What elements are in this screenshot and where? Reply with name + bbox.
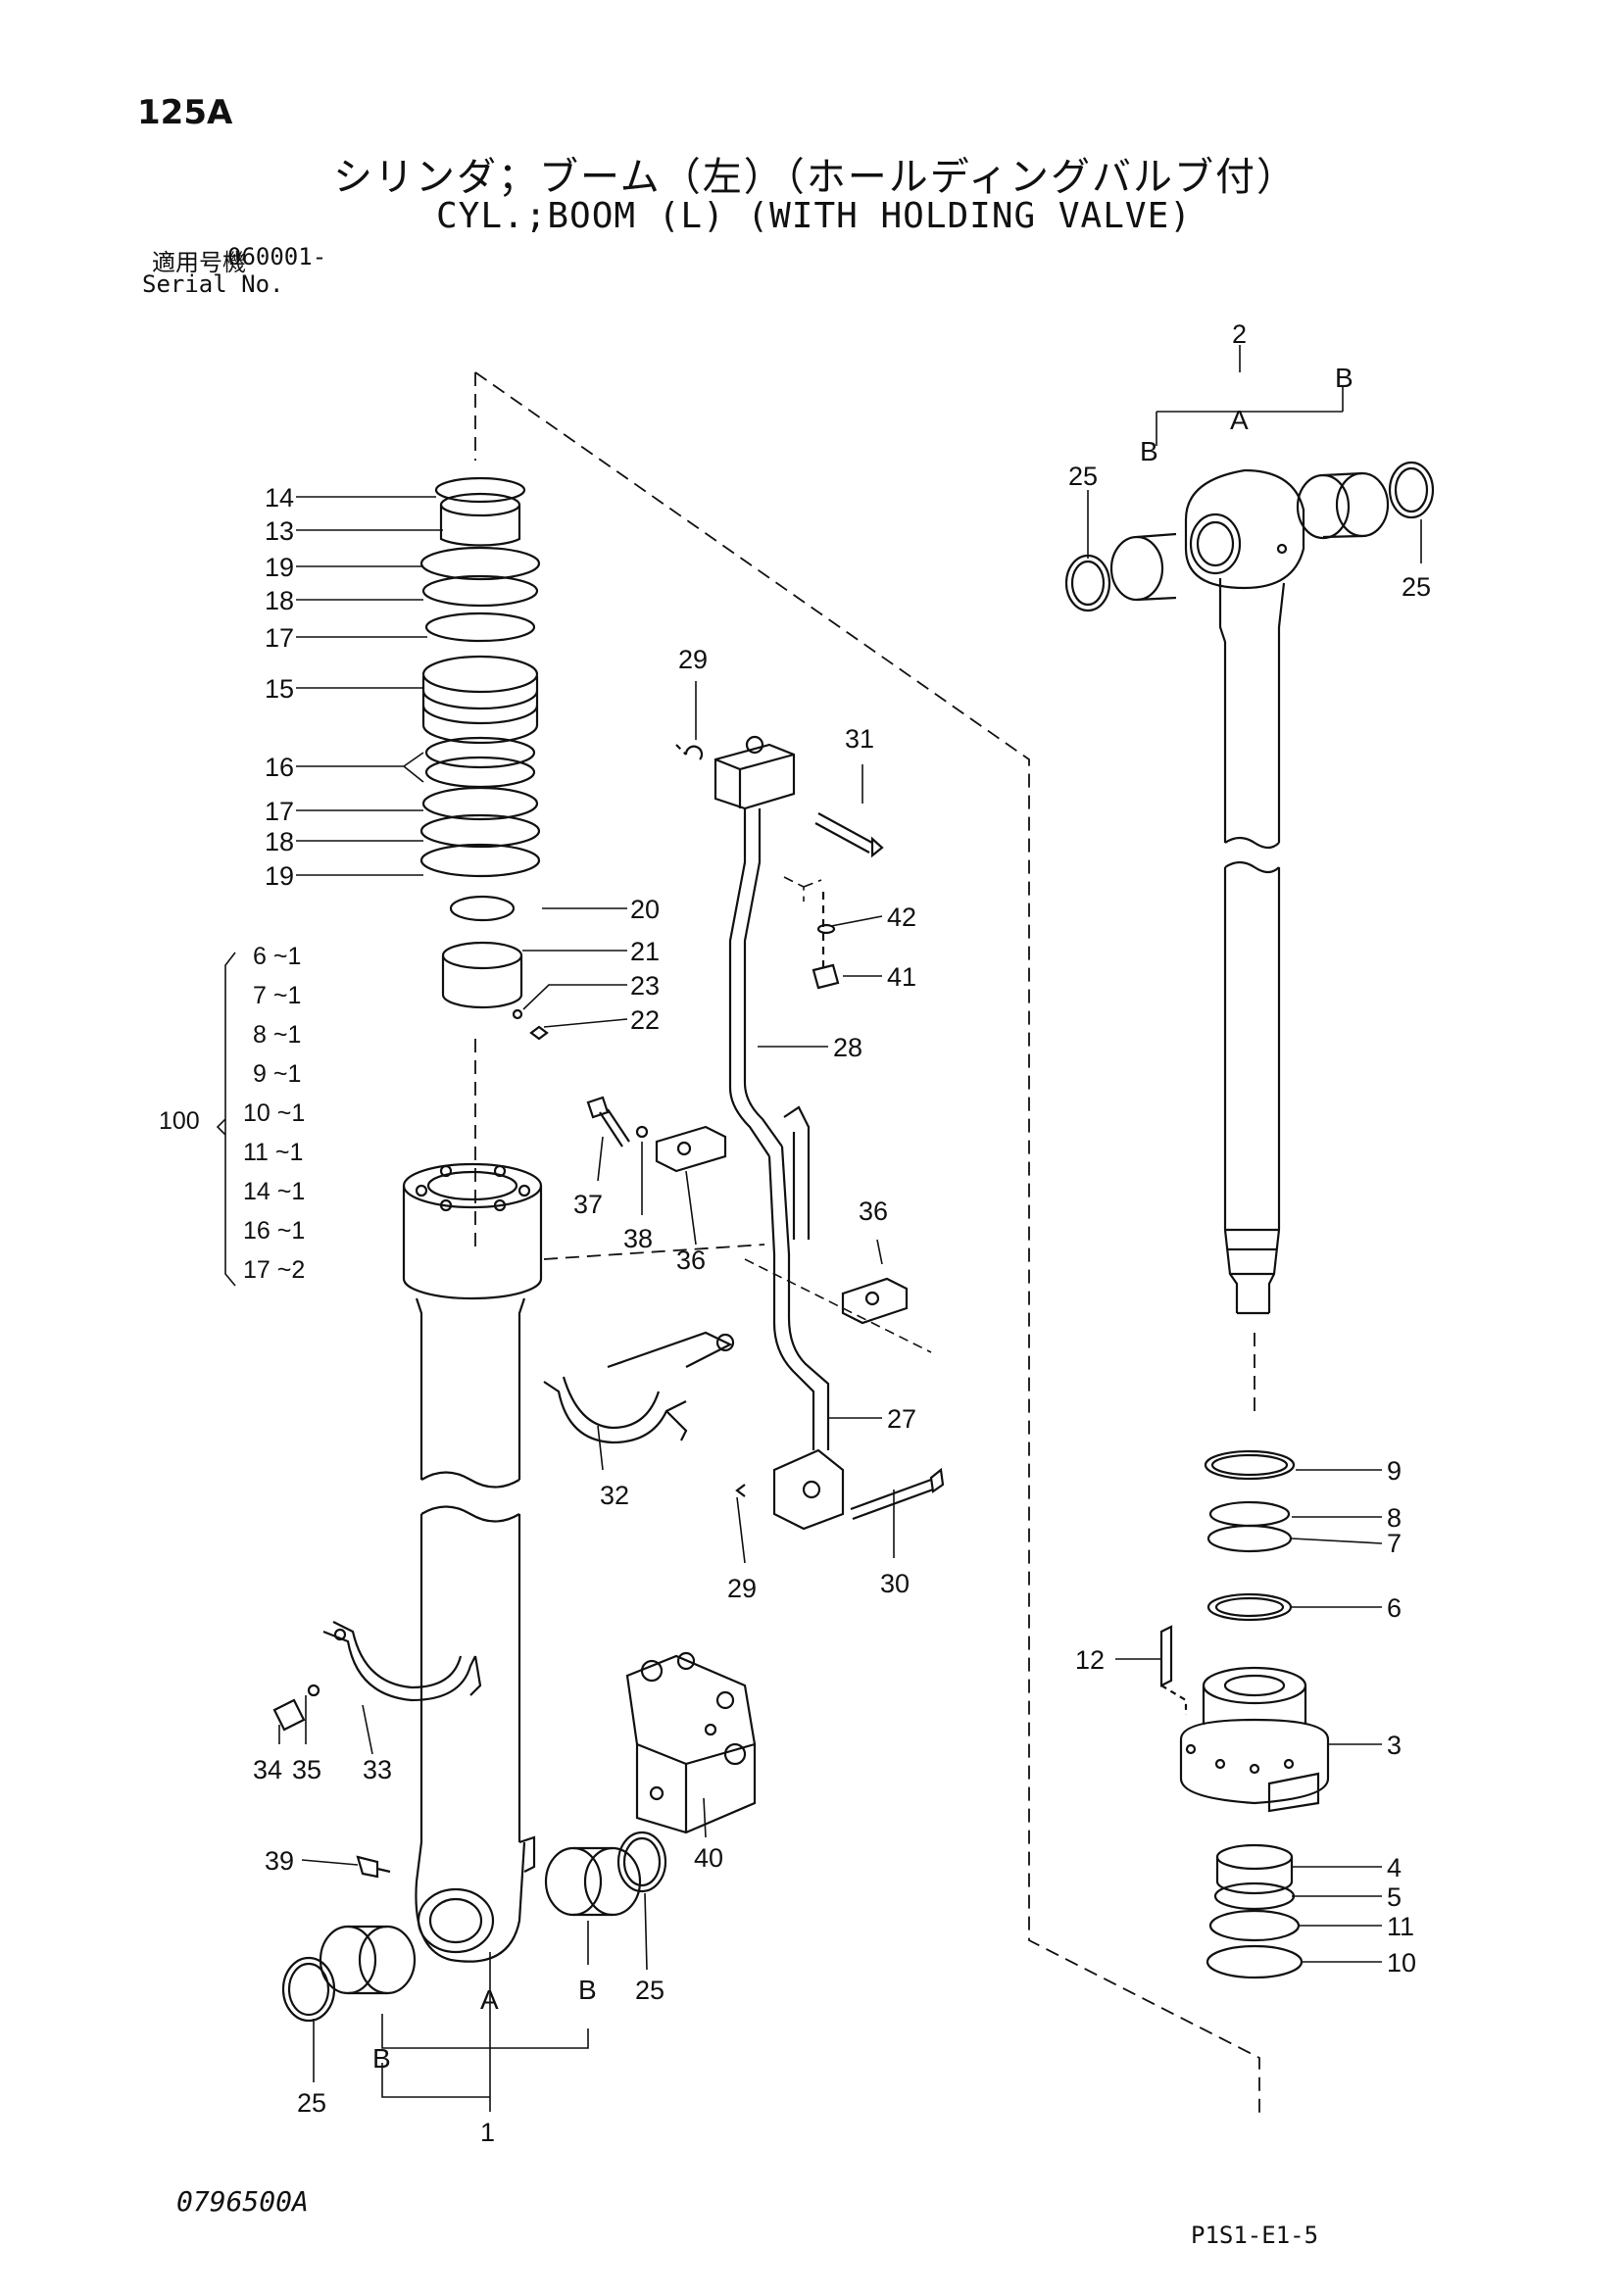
callout-2: 2 xyxy=(1232,319,1247,349)
callout-6: 6 xyxy=(1387,1593,1402,1623)
cylinder-tube-bottom xyxy=(415,1505,536,1963)
marker-B-bottom-left: B xyxy=(372,2043,391,2074)
kit-100-list: 100 6 ~1 7 ~1 8 ~1 9 ~1 10 ~1 11 ~1 14 ~… xyxy=(159,943,305,1284)
bottom-bushings xyxy=(281,1831,667,2023)
bolt-31 xyxy=(814,812,884,858)
callout-16: 16 xyxy=(265,753,294,782)
serial-label-english: Serial No. xyxy=(142,270,284,298)
marker-A-top: A xyxy=(1230,405,1249,435)
callout-40: 40 xyxy=(694,1843,723,1873)
callout-29-upper: 29 xyxy=(678,645,708,674)
assembly-dashed-outline xyxy=(474,371,1260,2117)
callout-28: 28 xyxy=(833,1033,862,1062)
callout-5: 5 xyxy=(1387,1882,1402,1912)
callout-10: 10 xyxy=(1387,1948,1416,1978)
callout-22: 22 xyxy=(630,1005,660,1035)
cylinder-head-3 xyxy=(1159,1625,1330,1813)
kit-label: 100 xyxy=(159,1107,200,1135)
title-english: CYL.;BOOM (L) (WITH HOLDING VALVE) xyxy=(436,196,1192,236)
holding-valve-40 xyxy=(625,1651,757,1834)
clamp-36-upper xyxy=(655,1125,727,1173)
callout-30: 30 xyxy=(880,1569,910,1598)
marker-A-bottom: A xyxy=(480,1984,499,2015)
pipe-assembly xyxy=(714,735,845,1531)
callout-20: 20 xyxy=(630,895,660,924)
kit-entry: 9 ~1 xyxy=(253,1060,301,1088)
callout-34: 34 xyxy=(253,1755,282,1784)
callout-19b: 19 xyxy=(265,861,294,891)
callout-17b: 17 xyxy=(265,797,294,826)
callout-23: 23 xyxy=(630,971,660,1001)
rod-seal-rings xyxy=(1204,1449,1296,1622)
cylinder-tube-head xyxy=(402,1162,543,1489)
callout-33: 33 xyxy=(363,1755,392,1784)
clamp-36-lower xyxy=(841,1277,909,1325)
serial-number-value: 060001- xyxy=(227,243,327,270)
serial-label-japanese: 適用号機 xyxy=(152,249,246,276)
kit-entry: 8 ~1 xyxy=(253,1021,301,1049)
title-japanese: シリンダ；ブーム（左）（ホールディングバルブ付） xyxy=(333,155,1298,200)
callout-27: 27 xyxy=(887,1404,916,1434)
page-code: 125A xyxy=(137,93,233,132)
head-seal-rings xyxy=(1206,1843,1304,1979)
drawing-number: 0796500A xyxy=(176,2185,309,2218)
callout-labels: 14 13 19 18 17 15 16 17 18 19 20 21 23 2… xyxy=(253,319,1431,2147)
callout-9: 9 xyxy=(1387,1456,1402,1486)
callout-18b: 18 xyxy=(265,827,294,856)
o-ring-29-upper xyxy=(675,744,704,760)
kit-entry: 10 ~1 xyxy=(243,1099,305,1127)
clamp-32 xyxy=(543,1331,735,1444)
callout-36-left: 36 xyxy=(676,1246,706,1275)
callout-37: 37 xyxy=(573,1190,603,1219)
callout-1: 1 xyxy=(480,2118,495,2147)
callout-18: 18 xyxy=(265,586,294,615)
callout-7: 7 xyxy=(1387,1529,1402,1558)
callout-39: 39 xyxy=(265,1846,294,1876)
piston-parts-stack xyxy=(419,476,549,1041)
kit-entry: 11 ~1 xyxy=(243,1139,303,1166)
kit-entry: 14 ~1 xyxy=(243,1178,305,1205)
kit-entry: 7 ~1 xyxy=(253,982,301,1009)
bolt-37 xyxy=(586,1096,649,1148)
leader-lines xyxy=(216,345,1422,2112)
grease-fitting-39 xyxy=(356,1855,391,1879)
callout-12: 12 xyxy=(1075,1645,1105,1675)
marker-B-top-left: B xyxy=(1140,436,1158,466)
callout-21: 21 xyxy=(630,937,660,966)
plug-41 xyxy=(812,892,840,990)
callout-19: 19 xyxy=(265,553,294,582)
callout-25-b: 25 xyxy=(1402,572,1431,602)
page-reference: P1S1-E1-5 xyxy=(1191,2222,1319,2249)
callout-41: 41 xyxy=(887,962,916,992)
bolt-30 xyxy=(850,1467,945,1521)
callout-31: 31 xyxy=(845,724,874,754)
marker-B-top-right: B xyxy=(1335,363,1353,393)
callout-3: 3 xyxy=(1387,1731,1402,1760)
callout-35: 35 xyxy=(292,1755,321,1784)
callout-15: 15 xyxy=(265,674,294,704)
clamp-33 xyxy=(272,1621,482,1732)
callout-4: 4 xyxy=(1387,1853,1402,1882)
callout-25-a: 25 xyxy=(1068,462,1098,491)
callout-32: 32 xyxy=(600,1481,629,1510)
piston-rod xyxy=(1184,468,1305,1315)
callout-38: 38 xyxy=(623,1224,653,1253)
callout-13: 13 xyxy=(265,516,294,546)
callout-11: 11 xyxy=(1387,1912,1414,1941)
callout-29-lower: 29 xyxy=(727,1574,757,1603)
pin-letter-markers: A B B A B B xyxy=(372,363,1353,2074)
kit-entry: 17 ~2 xyxy=(243,1256,305,1284)
callout-25-c: 25 xyxy=(635,1976,664,2005)
callout-36-right: 36 xyxy=(859,1197,888,1226)
kit-entry: 16 ~1 xyxy=(243,1217,305,1245)
callout-42: 42 xyxy=(887,903,916,932)
callout-14: 14 xyxy=(265,483,294,513)
callout-8: 8 xyxy=(1387,1503,1402,1533)
callout-17: 17 xyxy=(265,623,294,653)
marker-B-bottom-right: B xyxy=(578,1975,597,2005)
kit-entry: 6 ~1 xyxy=(253,943,301,970)
callout-25-d: 25 xyxy=(297,2088,326,2118)
